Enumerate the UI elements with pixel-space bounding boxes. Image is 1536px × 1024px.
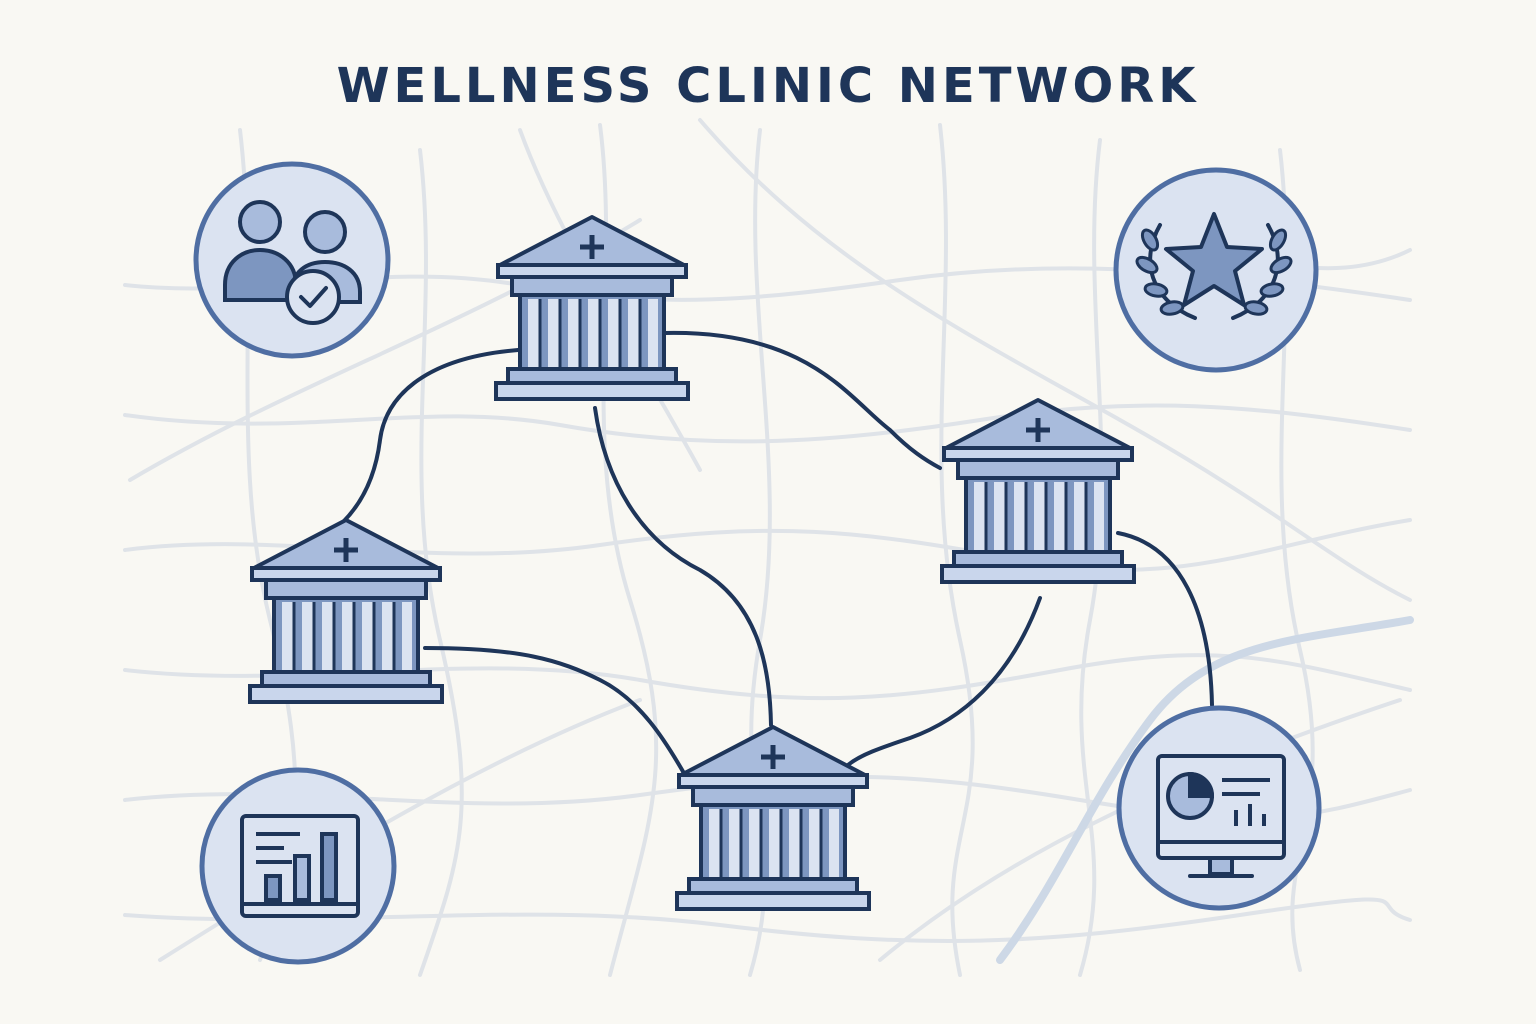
analytics-dashboard-badge <box>1116 705 1322 911</box>
award-star-laurel-icon <box>1135 212 1293 320</box>
connection-right-bottom <box>846 596 1042 767</box>
connection-top-left <box>341 348 520 524</box>
award-badge <box>1113 167 1319 373</box>
verified-people-icon <box>223 200 362 325</box>
bar-chart-report-icon <box>240 814 360 918</box>
connection-top-right <box>663 330 942 470</box>
dashboard-monitor-icon <box>1156 754 1286 878</box>
map-river <box>996 616 1414 964</box>
clinic-building-icon <box>677 727 869 909</box>
connection-right-monitor <box>1116 531 1214 707</box>
clinic-building-icon <box>942 400 1134 582</box>
diagram-title: WELLNESS CLINIC NETWORK <box>336 58 1200 114</box>
connection-top-bottom <box>593 406 773 727</box>
network-connections <box>341 330 1214 777</box>
connection-left-bottom <box>423 646 687 777</box>
verified-patients-badge <box>193 161 391 359</box>
clinic-building-icon <box>496 217 688 399</box>
bar-chart-report-badge <box>199 767 397 965</box>
